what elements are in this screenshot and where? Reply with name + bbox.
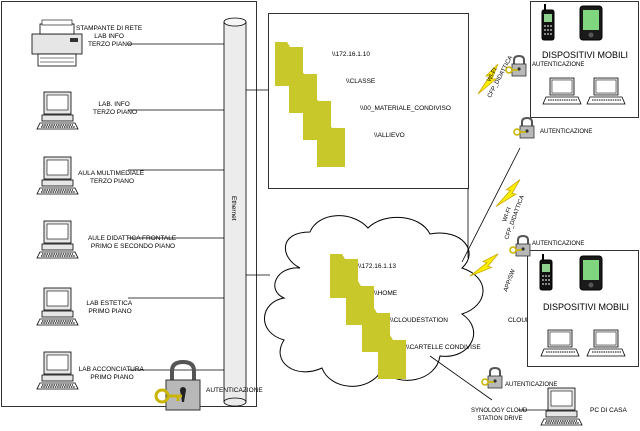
folder-path-label: \\00_MATERIALE_CONDIVISO (360, 105, 451, 112)
node-aula-multimediale: AULA MULTIMEDIALE TERZO PIANO (36, 156, 146, 195)
app-sw-label: APP/SW (503, 268, 517, 292)
node-label-line1: AULA MULTIMEDIALE (78, 170, 145, 177)
sync-label-2: STATION DRIVE (477, 416, 522, 422)
cloud-wifi-link (461, 147, 521, 263)
node-label-line2: TERZO PIANO (90, 178, 134, 185)
server-folder-tree: \\172.16.1.10 \\CLASSE \\00_MATERIALE_COND… (275, 42, 451, 167)
svg-text:WI-FI CFP_DIDATTICA: WI-FI CFP_DIDATTICA (480, 51, 514, 99)
node-label-line1: STAMPANTE DI RETE (76, 25, 143, 32)
folder-path-label: \\CARTELLE CONDIVISE (406, 344, 481, 351)
node-lab-acconciatura: LAB ACCONCIATURA PRIMO PIANO (36, 351, 146, 390)
mobile-top-title: DISPOSITIVI MOBILI (542, 50, 628, 60)
node-label-line2: PRIMO E SECONDO PIANO (91, 243, 175, 250)
folder-icon (378, 335, 406, 379)
lan-auth: AUTENTICAZIONE (154, 359, 263, 411)
node-aule-didattica: AULE DIDATTICA FRONTALE PRIMO E SECONDO … (36, 220, 178, 259)
folder-path-label: \\172.16.1.10 (332, 51, 370, 58)
wifi-link-middle: AUTENTICAZIONE WI-FI CFP_DIDATTICA (495, 117, 592, 241)
node-label-line1: LAB. INFO (98, 101, 129, 108)
svg-text:LAB. INFO TERZO PIANO: LAB. INFO TERZO PIANO (93, 101, 137, 116)
cloud-label: CLOUD (508, 317, 531, 324)
folder-path-label: \\ALLIEVO (374, 132, 405, 139)
node-label-line2: TERZO PIANO (93, 109, 137, 116)
node-label-line1: AULE DIDATTICA FRONTALE (88, 235, 177, 242)
ethernet-label: Ethernet (230, 196, 237, 221)
mobile-top-auth: AUTENTICAZIONE (532, 62, 584, 68)
padlock-key-icon (154, 359, 201, 411)
home-auth: AUTENTICAZIONE (505, 382, 557, 388)
node-lab-info: LAB. INFO TERZO PIANO (36, 91, 137, 130)
middle-auth: AUTENTICAZIONE (540, 129, 592, 135)
home-pc-label: PC DI CASA (590, 407, 628, 414)
node-label-line1: LAB ACCONCIATURA (79, 366, 145, 373)
folder-icon (317, 123, 345, 167)
padlock-key-icon (513, 117, 535, 139)
folder-path-label: \\172.16.1.13 (358, 263, 396, 270)
svg-text:STAMPANTE DI RETE LAB IN: STAMPANTE DI RETE LAB INFO TERZO PIANO (76, 25, 144, 48)
folder-path-label: \\CLOUDESTATION (390, 317, 448, 324)
ethernet-backbone: Ethernet (223, 17, 247, 407)
printer-icon (31, 19, 83, 67)
svg-text:SYNOLOGY CLOUD STATION D: SYNOLOGY CLOUD STATION DRIVE (471, 408, 529, 422)
lan-connector-lines (128, 43, 270, 371)
node-lab-estetica: LAB ESTETICA PRIMO PIANO (36, 287, 133, 326)
computer-icon (540, 387, 583, 426)
node-printer: STAMPANTE DI RETE LAB INFO TERZO PIANO (31, 19, 144, 67)
pda-icon (579, 5, 603, 41)
home-sync-line (429, 355, 493, 401)
folder-path-label: \\CLASSE (346, 78, 376, 85)
svg-text:AULE DIDATTICA FRONTALE: AULE DIDATTICA FRONTALE PRIMO E SECONDO … (88, 235, 178, 250)
sync-label-1: SYNOLOGY CLOUD (471, 408, 528, 414)
node-label-line2: PRIMO PIANO (88, 308, 131, 315)
svg-text:LAB ACCONCIATURA PRIMO P: LAB ACCONCIATURA PRIMO PIANO (79, 366, 146, 381)
node-label-line3: TERZO PIANO (88, 41, 132, 48)
node-label-line2: LAB INFO (94, 33, 124, 40)
padlock-key-icon (509, 235, 531, 257)
mobile-bottom-auth: AUTENTICAZIONE (532, 241, 584, 247)
cloud-folder-tree: \\172.16.1.13 \\HOME \\CLOUDESTATION \\CART… (330, 254, 481, 379)
mobile-bottom-title: DISPOSITIVI MOBILI (543, 302, 629, 312)
padlock-key-icon (481, 367, 503, 389)
server-box (268, 13, 469, 189)
node-label-line2: PRIMO PIANO (90, 374, 133, 381)
node-label-line1: LAB ESTETICA (86, 300, 133, 307)
lan-auth-label: AUTENTICAZIONE (206, 387, 263, 394)
svg-text:LAB ESTETICA PRIMO PIANO: LAB ESTETICA PRIMO PIANO (86, 300, 133, 315)
home-pc: AUTENTICAZIONE SYNOLOGY CLOUD STATION DR… (429, 355, 628, 426)
wifi-label: WI-FI (502, 207, 513, 223)
lan-building-box (1, 1, 257, 407)
pda-icon (579, 255, 603, 291)
folder-path-label: \\HOME (374, 290, 398, 297)
svg-text:AULA MULTIMEDIALE TERZO: AULA MULTIMEDIALE TERZO PIANO (78, 170, 146, 185)
svg-text:WI-FI CFP_DIDATTICA: WI-FI CFP_DIDATTICA (497, 192, 526, 241)
